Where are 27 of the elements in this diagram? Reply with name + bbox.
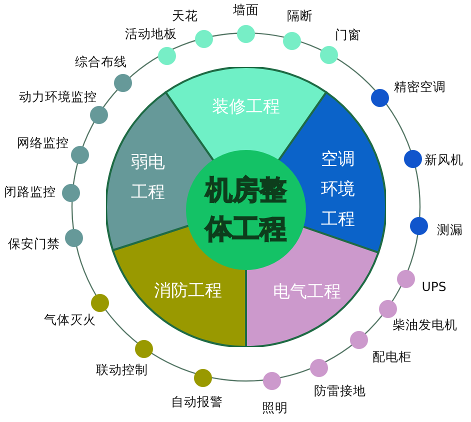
item-label: 综合布线 xyxy=(75,55,127,69)
sector-label: 装修工程 xyxy=(211,96,281,120)
item-label: 动力环境监控 xyxy=(19,90,97,104)
item-label: 天花 xyxy=(172,9,198,23)
item-label: 门窗 xyxy=(335,28,361,42)
sector-label: 电气工程 xyxy=(272,281,342,304)
item-label: 隔断 xyxy=(287,9,313,23)
item-label: 保安门禁 xyxy=(8,237,60,251)
item-label: 自动报警 xyxy=(171,395,223,409)
item-label: 闭路监控 xyxy=(4,185,56,199)
item-label: 测漏 xyxy=(437,223,463,237)
item-label: 气体灭火 xyxy=(44,313,96,327)
item-label: 精密空调 xyxy=(394,80,446,94)
sector-label: 弱电工程 xyxy=(130,151,166,204)
item-label: 照明 xyxy=(262,401,288,415)
item-label: 网络监控 xyxy=(17,136,69,150)
sector-label: 空调环境工程 xyxy=(320,148,356,231)
item-label: 防雷接地 xyxy=(314,384,366,398)
item-label: 墙面 xyxy=(233,3,259,17)
item-label: UPS xyxy=(422,280,446,294)
sector-label: 消防工程 xyxy=(153,280,223,304)
center-title: 机房整体工程 xyxy=(204,174,288,248)
item-label: 联动控制 xyxy=(96,363,148,377)
item-label: 柴油发电机 xyxy=(392,318,458,332)
item-label: 活动地板 xyxy=(125,27,177,41)
item-label: 新风机 xyxy=(424,153,464,167)
item-label: 配电柜 xyxy=(372,350,412,364)
